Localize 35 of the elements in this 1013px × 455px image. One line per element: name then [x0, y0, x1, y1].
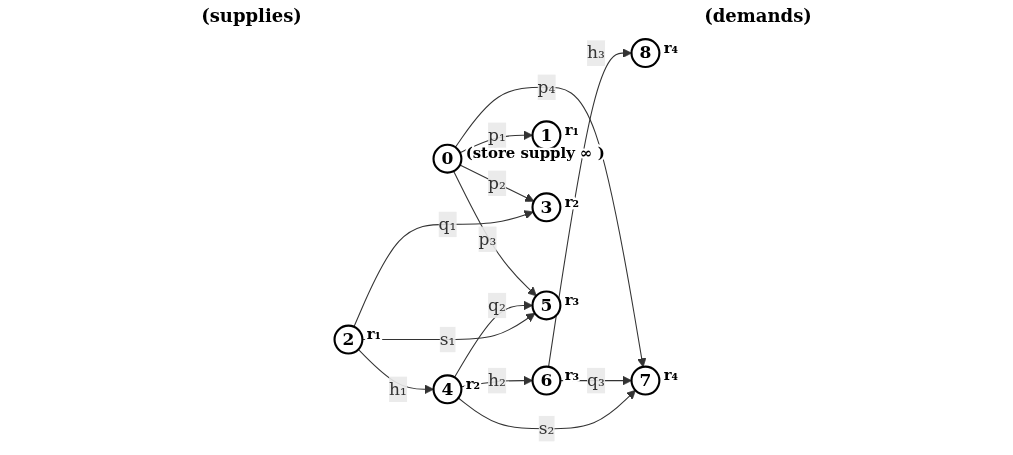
edge-label: q₁: [438, 213, 457, 234]
edge-label: p₁: [488, 124, 506, 145]
edge-label: q₃: [587, 369, 605, 391]
edge-label: p₄: [537, 76, 556, 97]
node-annotation: r₁: [366, 324, 382, 343]
node-annotation: r₃: [564, 290, 579, 309]
node-annotation: r₁: [564, 120, 579, 139]
group-label: (demands): [704, 4, 812, 26]
node-annotation: r₄: [663, 366, 678, 384]
node-circle: 7: [630, 365, 661, 396]
edge-label: s₂: [538, 418, 555, 439]
edge-label: p₂: [488, 172, 506, 193]
node-annotation: r₄: [663, 38, 678, 57]
node-circle: 8: [630, 38, 661, 69]
node-circle: 4: [432, 374, 463, 405]
edge-label: h₃: [587, 42, 605, 63]
arrow: [459, 164, 535, 202]
edge-label: h₂: [488, 369, 506, 391]
edge-label: s₁: [439, 328, 456, 350]
arrow: [353, 210, 534, 328]
node-circle: 6: [531, 365, 562, 396]
arrow: [457, 389, 636, 430]
node-annotation: r₂: [564, 192, 579, 211]
edge-label: p₃: [478, 228, 497, 249]
node-circle: 2: [333, 324, 364, 355]
arrow: [547, 48, 632, 368]
node-circle: 5: [531, 290, 562, 321]
node-circle: 3: [531, 192, 562, 223]
node-circle: 0: [432, 143, 463, 174]
arrow: [453, 170, 537, 297]
group-label: (supplies): [201, 4, 302, 26]
node-annotation: r₃: [564, 366, 579, 384]
edge-label: q₂: [488, 294, 506, 316]
edge-label: h₁: [389, 378, 407, 399]
arrow: [454, 86, 647, 368]
